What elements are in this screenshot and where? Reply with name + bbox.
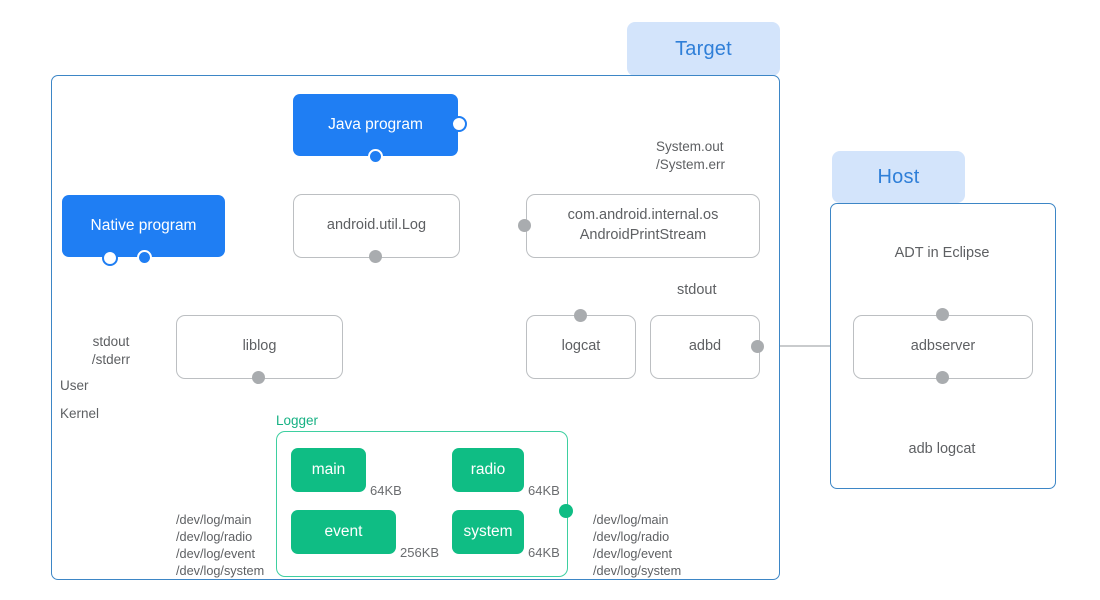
logger-buffer-system-label: system	[463, 523, 513, 540]
logger-text: Logger	[276, 413, 319, 428]
adbserver-label: adbserver	[910, 338, 976, 355]
adbserver-box[interactable]: adbserver	[853, 315, 1033, 379]
host-panel-label: Host	[877, 165, 920, 188]
system-size-text: 64KB	[528, 545, 560, 560]
stdout-line: stdout	[92, 334, 130, 349]
logger-buffer-radio-size: 64KB	[528, 482, 560, 499]
event-size-text: 256KB	[400, 545, 440, 560]
adt-text: ADT in Eclipse	[894, 245, 990, 261]
android-util-log-box[interactable]: android.util.Log	[293, 194, 460, 258]
adb-logcat-text: adb logcat	[908, 441, 976, 457]
logger-buffer-radio-label: radio	[470, 461, 506, 478]
java-program-label: Java program	[328, 116, 423, 133]
adb-logcat-label: adb logcat	[872, 440, 1012, 459]
logger-label: Logger	[276, 413, 318, 428]
adbd-right-connector	[751, 340, 764, 353]
stdout-stderr-label: stdout /stderr	[78, 333, 144, 369]
adt-in-eclipse-label: ADT in Eclipse	[862, 244, 1022, 263]
native-program-liblog-connector	[137, 250, 152, 265]
android-util-log-label: android.util.Log	[326, 217, 427, 234]
native-program-stdout-connector	[102, 250, 118, 266]
logcat-stdout-label: stdout	[677, 281, 717, 300]
user-space-label: User	[60, 377, 89, 395]
logger-output-connector	[559, 504, 573, 518]
logger-buffer-event[interactable]: event	[291, 510, 396, 554]
system-out-line-1: System.out	[656, 139, 724, 154]
dev-paths-right: /dev/log/main /dev/log/radio /dev/log/ev…	[593, 513, 682, 579]
logcat-stdout-text: stdout	[677, 282, 717, 298]
logger-buffer-system-size: 64KB	[528, 544, 560, 561]
logger-buffer-main-size: 64KB	[370, 482, 402, 499]
logcat-box[interactable]: logcat	[526, 315, 636, 379]
dev-paths-left: /dev/log/main /dev/log/radio /dev/log/ev…	[176, 513, 265, 579]
logger-buffer-main-label: main	[311, 461, 346, 478]
liblog-label: liblog	[242, 338, 277, 355]
adbserver-bottom-connector	[936, 371, 949, 384]
kernel-space-label: Kernel	[60, 405, 99, 423]
print-stream-line-2: AndroidPrintStream	[579, 227, 707, 243]
native-program-box[interactable]: Native program	[62, 195, 225, 257]
kernel-text: Kernel	[60, 406, 100, 421]
logger-buffer-event-label: event	[324, 523, 363, 540]
print-stream-line-1: com.android.internal.os	[567, 207, 719, 224]
android-util-log-bottom-connector	[369, 250, 382, 263]
logcat-top-connector	[574, 309, 587, 322]
logger-buffer-main[interactable]: main	[291, 448, 366, 492]
java-program-right-connector	[451, 116, 467, 132]
stderr-line: /stderr	[91, 351, 131, 367]
system-out-err-label: System.out /System.err	[656, 138, 725, 174]
adbd-box[interactable]: adbd	[650, 315, 760, 379]
radio-size-text: 64KB	[528, 483, 560, 498]
android-print-stream-left-connector	[518, 219, 531, 232]
host-panel-chip: Host	[832, 151, 965, 203]
logger-buffer-event-size: 256KB	[400, 544, 439, 561]
native-program-label: Native program	[90, 217, 197, 234]
user-text: User	[60, 378, 89, 393]
main-size-text: 64KB	[370, 483, 402, 498]
logger-buffer-system[interactable]: system	[452, 510, 524, 554]
target-panel-label: Target	[675, 37, 732, 60]
system-err-line-2: /System.err	[656, 156, 726, 172]
logcat-label: logcat	[561, 338, 601, 355]
java-program-bottom-connector	[368, 149, 383, 164]
java-program-box[interactable]: Java program	[293, 94, 458, 156]
liblog-box[interactable]: liblog	[176, 315, 343, 379]
adbd-label: adbd	[688, 338, 722, 355]
logger-buffer-radio[interactable]: radio	[452, 448, 524, 492]
liblog-bottom-connector	[252, 371, 265, 384]
target-panel-chip: Target	[627, 22, 780, 76]
adbserver-top-connector	[936, 308, 949, 321]
